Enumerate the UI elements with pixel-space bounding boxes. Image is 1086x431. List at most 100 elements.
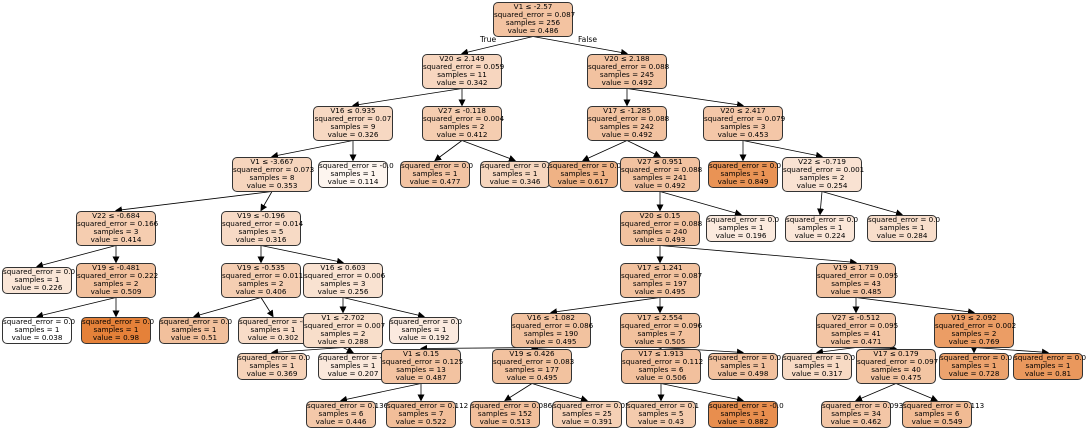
node-line: squared_error = 0.007 (304, 320, 386, 330)
node-line: value = 0.769 (948, 337, 1000, 347)
node-line: V20 ≤ 2.149 (439, 53, 485, 63)
node-line: samples = 2 (799, 173, 845, 182)
node-line: samples = 2 (238, 279, 284, 288)
node-line: squared_error = 0.088 (588, 61, 670, 71)
node-line: squared_error = 0.0 (709, 352, 782, 362)
node-line: samples = 1 (951, 360, 997, 370)
node-line: squared_error = 0.073 (233, 164, 315, 174)
node-line: squared_error = 0.0 (786, 214, 859, 224)
node-line: samples = 1 (14, 274, 60, 284)
node-line: value = 0.485 (830, 287, 882, 297)
node-line: squared_error = 0.097 (857, 356, 939, 366)
node-line: squared_error = 0.0 (707, 214, 780, 224)
tree-edge (260, 297, 274, 318)
node-line: V1 ≤ -3.667 (250, 156, 294, 166)
node-line: value = 0.406 (235, 287, 287, 297)
node-line: V19 ≤ 0.426 (509, 348, 555, 358)
node-line: value = 0.038 (11, 333, 63, 343)
tree-edge (659, 245, 857, 266)
node-line: squared_error = 0.055 (553, 400, 635, 410)
node-line: squared_error = 0.0 (868, 214, 941, 224)
node-line: samples = 3 (720, 122, 766, 131)
tree-edge (659, 191, 742, 217)
node-line: value = 0.369 (246, 369, 298, 379)
node-line: samples = 1 (401, 324, 447, 334)
node-line: samples = 190 (523, 329, 579, 338)
node-line: V27 ≤ -0.512 (832, 312, 880, 322)
tree-edge (36, 297, 117, 319)
node-line: samples = 25 (562, 408, 612, 418)
true-edge-label: True (480, 35, 497, 44)
node-line: squared_error = 0.0 (3, 316, 76, 326)
node-line: samples = 245 (599, 70, 655, 79)
node-line: value = 0.326 (327, 130, 379, 140)
node-line: value = 0.498 (717, 369, 769, 379)
node-line: value = 0.493 (634, 235, 686, 245)
node-line: V20 ≤ 2.417 (720, 105, 766, 115)
node-line: value = 0.391 (561, 417, 613, 427)
node-line: samples = 197 (632, 279, 688, 288)
tree-edge (816, 347, 857, 356)
node-line: samples = 1 (412, 168, 458, 178)
node-line: value = 0.849 (717, 177, 769, 187)
node-line: samples = 1 (330, 168, 376, 178)
node-line: squared_error = -0.0 (239, 316, 314, 326)
tree-edge (660, 383, 744, 403)
node-line: squared_error = 0.0 (1014, 352, 1086, 362)
tree-edge (532, 36, 628, 56)
node-line: samples = 3 (320, 279, 366, 288)
tree-edge (855, 344, 897, 352)
node-line: samples = 7 (637, 329, 683, 338)
node-line: value = 0.196 (715, 231, 767, 241)
node-line: samples = 1 (720, 168, 766, 178)
node-line: value = 0.412 (436, 130, 488, 140)
node-line: samples = 41 (831, 329, 881, 338)
node-line: samples = 1 (720, 408, 766, 418)
node-line: squared_error = 0.086 (471, 400, 553, 410)
node-line: samples = 13 (396, 365, 446, 374)
node-line: squared_error = 0.095 (817, 320, 899, 330)
node-line: V1 ≤ 0.15 (402, 348, 440, 358)
node-line: samples = 1 (797, 222, 843, 232)
node-line: value = 0.462 (830, 417, 882, 427)
node-line: squared_error = 0.086 (512, 320, 594, 330)
node-line: value = 0.506 (635, 373, 687, 383)
node-line: squared_error = 0.0 (82, 316, 155, 326)
node-line: squared_error = 0.113 (903, 400, 985, 410)
node-line: V27 ≤ -0.118 (438, 105, 486, 115)
tree-edge (550, 297, 661, 316)
node-line: V17 ≤ 1.241 (637, 262, 683, 272)
node-line: squared_error = 0.136 (307, 400, 389, 410)
tree-edge (821, 191, 903, 217)
node-line: value = 0.317 (791, 369, 843, 379)
tree-edge (352, 88, 463, 109)
node-line: value = 0.492 (634, 181, 686, 191)
tree-edge (271, 347, 344, 356)
node-line: squared_error = 0.095 (817, 270, 899, 280)
node-line: V19 ≤ -0.481 (92, 262, 140, 272)
node-line: squared_error = 0.222 (77, 270, 159, 280)
node-line: V22 ≤ -0.719 (798, 156, 846, 166)
node-line: samples = 1 (93, 324, 139, 334)
node-line: V16 ≤ 0.935 (330, 105, 376, 115)
node-line: samples = 1 (879, 222, 925, 232)
node-line: value = 0.471 (830, 337, 882, 347)
node-line: squared_error = 0.096 (621, 320, 703, 330)
